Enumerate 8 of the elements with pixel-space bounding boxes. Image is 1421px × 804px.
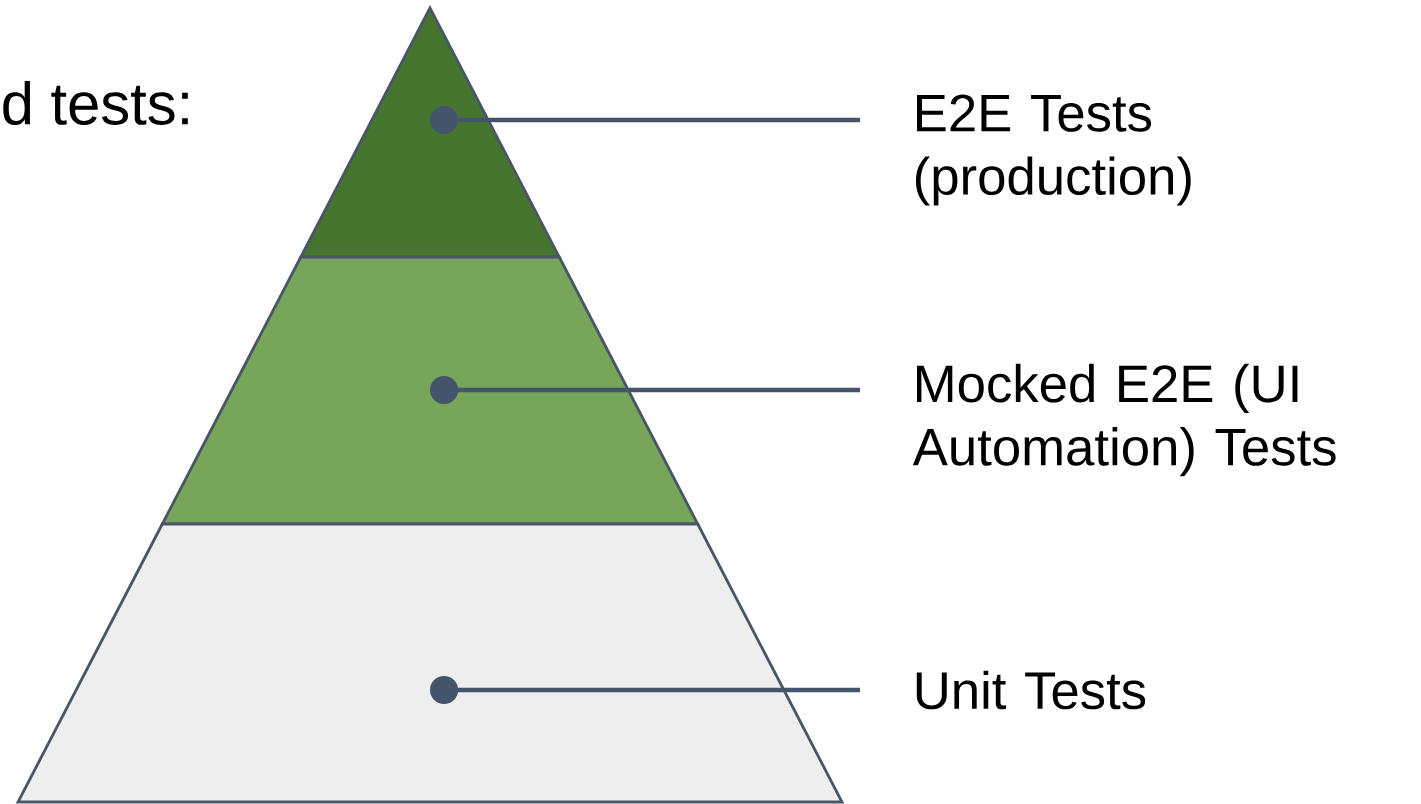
heading-text: d tests: bbox=[3, 81, 188, 125]
leader-line bbox=[430, 675, 860, 705]
leader-line bbox=[430, 375, 860, 405]
pyramid-layer bbox=[160, 255, 701, 526]
leader-line bbox=[430, 105, 860, 135]
layer-label: E2E Tests (production) bbox=[915, 94, 1191, 206]
layer-label: Unit Tests bbox=[916, 670, 1146, 710]
layer-label: Mocked E2E (UI Automation) Tests bbox=[912, 363, 1336, 477]
